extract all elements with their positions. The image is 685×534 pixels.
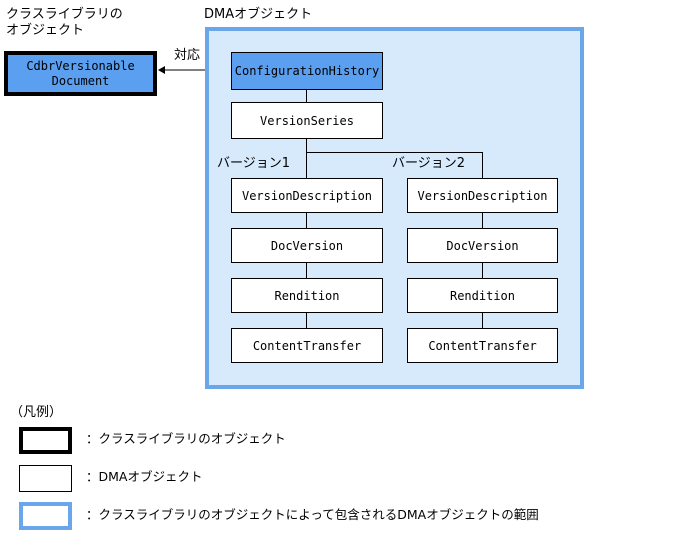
v2-version-description-label: VersionDescription (417, 188, 548, 203)
legend-text-class-object: ：クラスライブラリのオブジェクト (86, 431, 286, 446)
class-library-title-line2: オブジェクト (6, 23, 85, 38)
mapping-label: 対応 (174, 48, 201, 63)
version2-label: バージョン2 (392, 156, 466, 172)
class-box-line2: Document (51, 73, 110, 88)
legend-swatch-class-object (19, 427, 72, 454)
dma-title: DMAオブジェクト (204, 7, 313, 22)
cdbr-versionable-document-box[interactable]: CdbrVersionable Document (4, 51, 157, 96)
v2-rendition-box[interactable]: Rendition (407, 278, 558, 313)
v1-doc-version-label: DocVersion (270, 238, 344, 253)
v1-version-description-label: VersionDescription (241, 188, 373, 203)
v2-doc-version-label: DocVersion (446, 238, 519, 253)
v2-version-description-box[interactable]: VersionDescription (407, 178, 558, 213)
v1-version-description-box[interactable]: VersionDescription (231, 178, 383, 213)
class-library-title-line1: クラスライブラリの (6, 7, 123, 22)
legend-text-dma-scope: ：クラスライブラリのオブジェクトによって包含されるDMAオブジェクトの範囲 (86, 507, 539, 522)
connector-branch-horizontal (306, 152, 483, 153)
configuration-history-box[interactable]: ConfigurationHistory (231, 52, 383, 90)
legend-title: （凡例） (10, 405, 63, 420)
v2-content-transfer-label: ContentTransfer (428, 338, 537, 353)
legend-text-dma-object: ：DMAオブジェクト (86, 469, 203, 484)
v2-rendition-label: Rendition (449, 288, 516, 303)
v1-content-transfer-box[interactable]: ContentTransfer (231, 328, 383, 363)
v1-rendition-box[interactable]: Rendition (231, 278, 383, 313)
legend-swatch-dma-object (19, 465, 72, 492)
configuration-history-label: ConfigurationHistory (234, 64, 380, 78)
v2-content-transfer-box[interactable]: ContentTransfer (407, 328, 558, 363)
version1-label: バージョン1 (217, 156, 291, 172)
version-series-box[interactable]: VersionSeries (231, 102, 383, 139)
v1-content-transfer-label: ContentTransfer (252, 338, 362, 353)
version-series-label: VersionSeries (260, 113, 354, 128)
class-box-line1: CdbrVersionable (26, 58, 135, 73)
v1-rendition-label: Rendition (274, 288, 340, 303)
connector-vs-branch (306, 139, 307, 152)
v2-doc-version-box[interactable]: DocVersion (407, 228, 558, 263)
v1-doc-version-box[interactable]: DocVersion (231, 228, 383, 263)
connector-ch-vs (306, 89, 307, 102)
legend-swatch-dma-scope (19, 502, 72, 530)
